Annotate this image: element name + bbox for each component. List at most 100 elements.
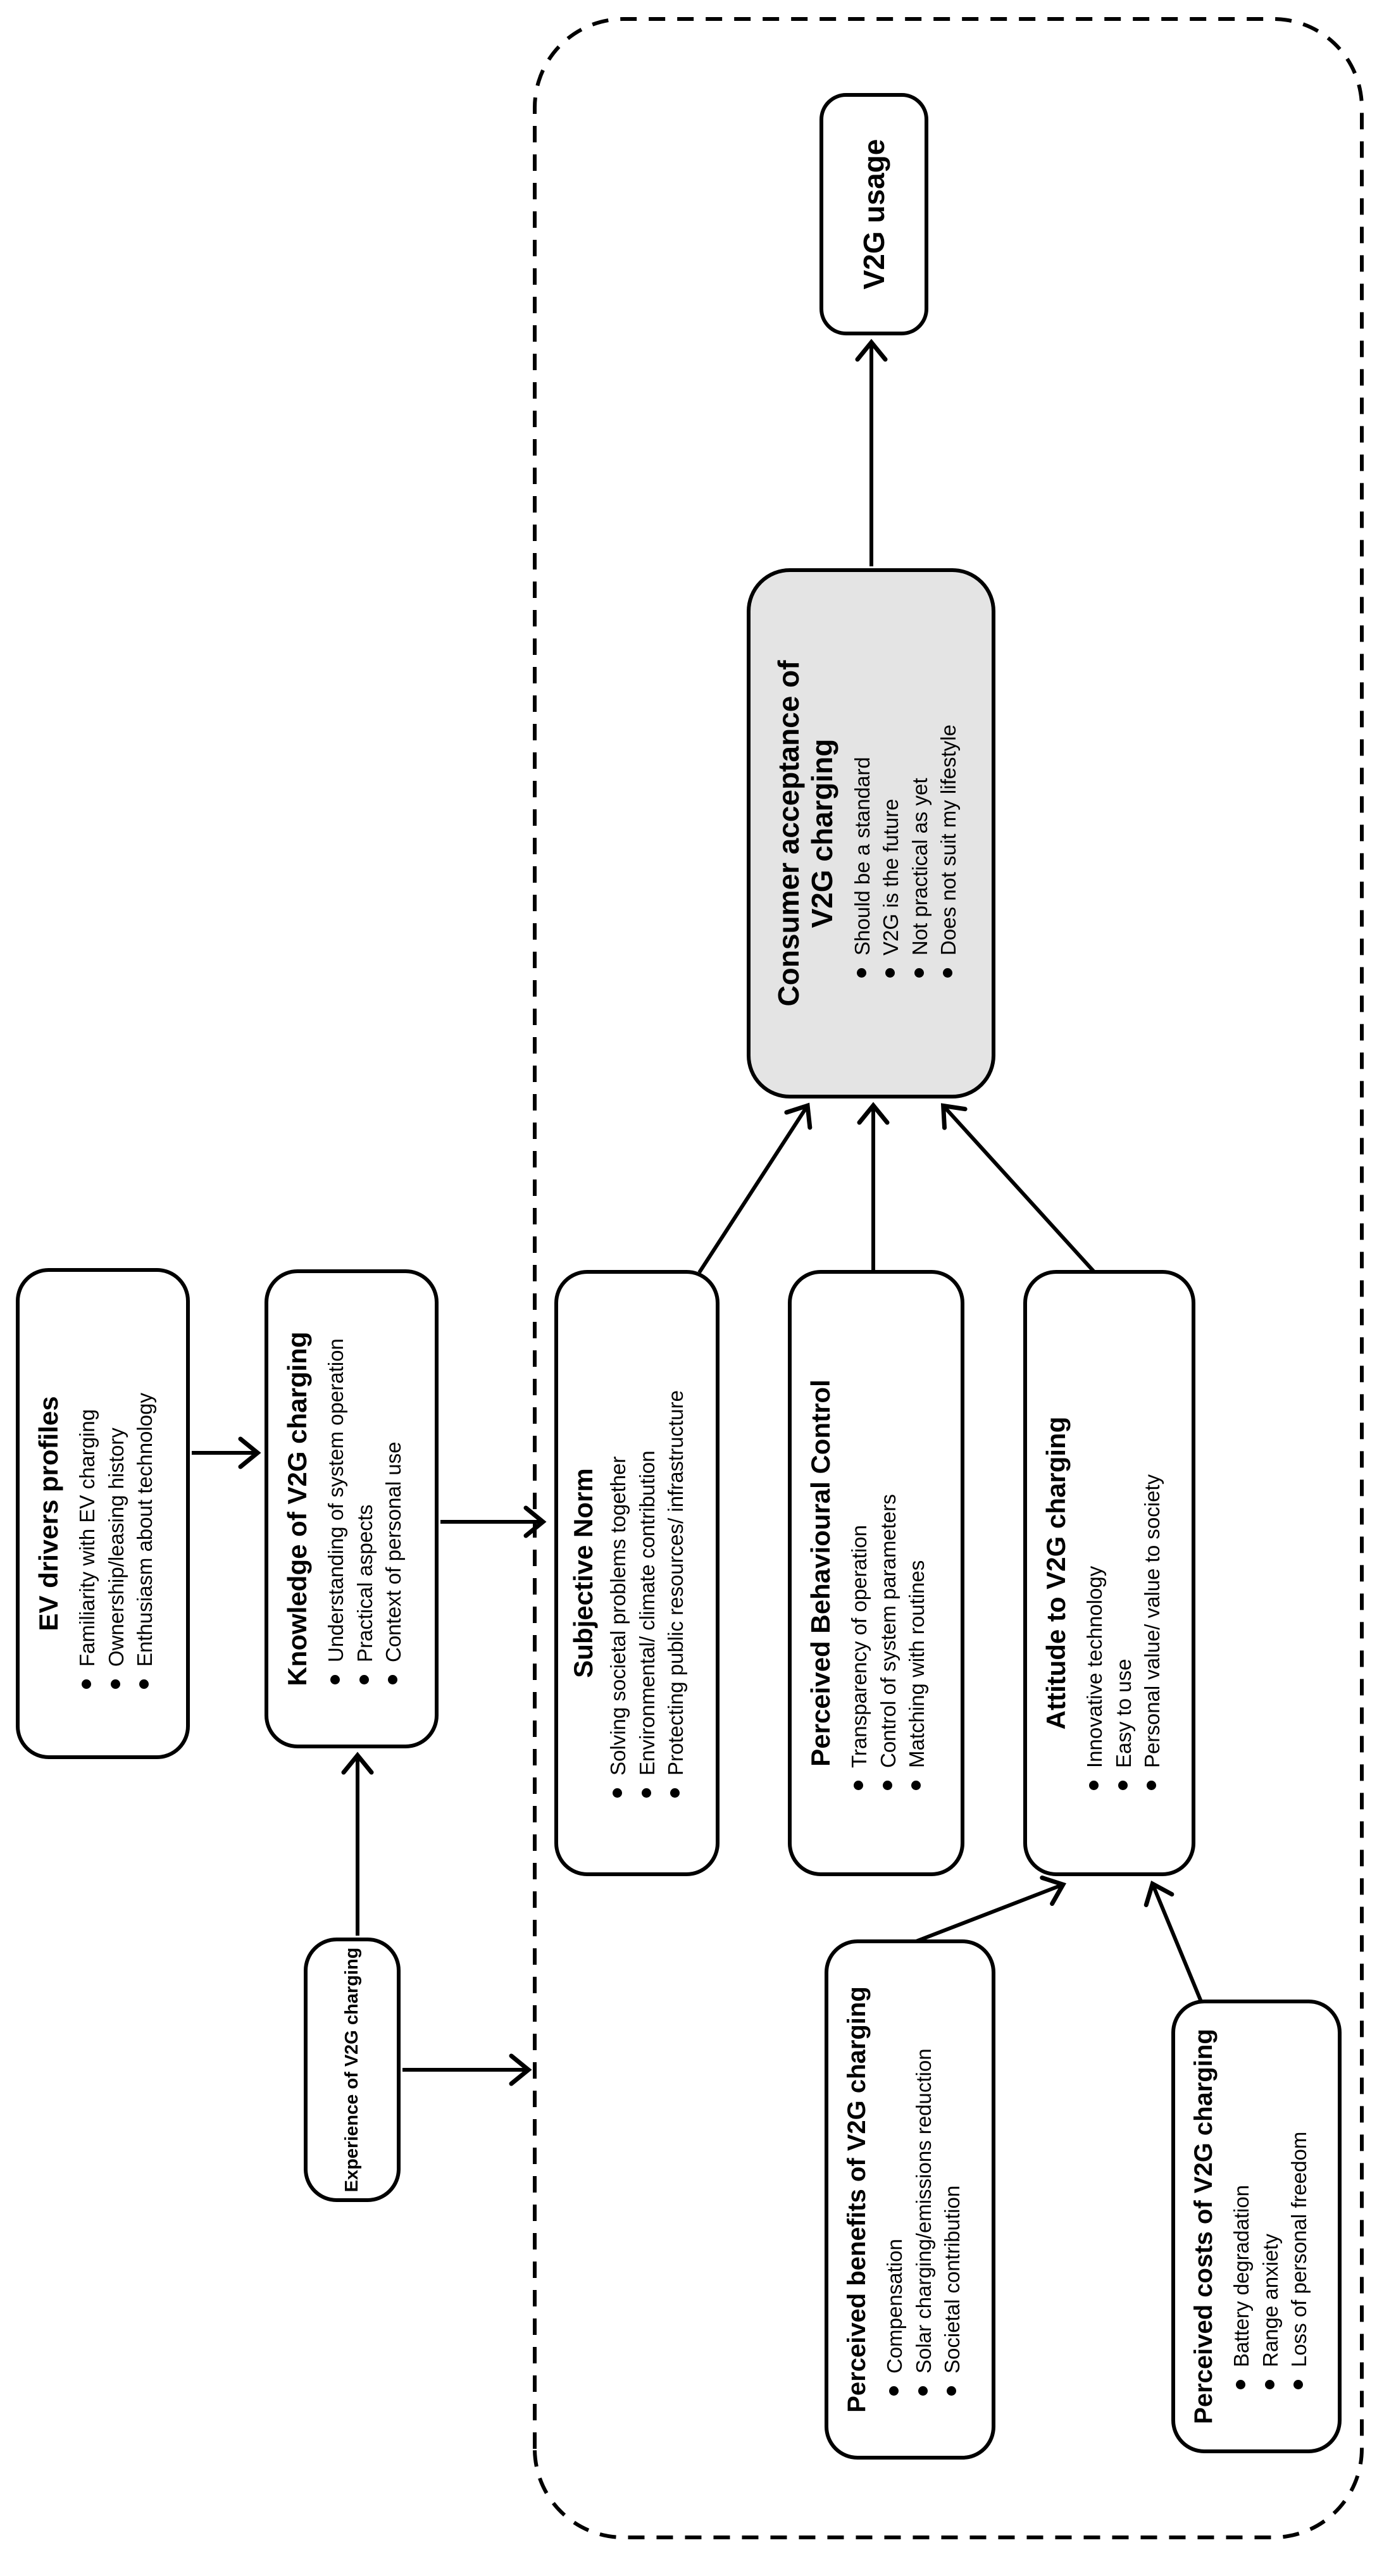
bullet-text: Understanding of system operation [324, 1338, 348, 1662]
bullet-text: Transparency of operation [847, 1525, 871, 1768]
node-title: EV drivers profiles [34, 1396, 63, 1631]
bullet-list: Understanding of system operation Practi… [321, 1273, 408, 1745]
bullet-item: Not practical as yet [906, 572, 935, 978]
bullet-dot [947, 2386, 957, 2396]
bullet-text: Personal value/ value to society [1140, 1474, 1164, 1768]
arrow-subjective-norm-to-acceptance [697, 1102, 813, 1274]
bullet-dot [854, 1781, 864, 1790]
bullet-text: Matching with routines [905, 1560, 929, 1768]
bullet-item: Innovative technology [1080, 1274, 1109, 1790]
bullet-dot [670, 1788, 680, 1798]
node-title-line-1: Consumer acceptance of [772, 660, 805, 1007]
bullet-item: Range anxiety [1256, 2003, 1285, 2389]
bullet-text: Should be a standard [850, 757, 874, 955]
bullet-item: Context of personal use [379, 1273, 408, 1684]
bullet-text: Practical aspects [352, 1504, 377, 1662]
node-v2g-usage: V2G usage [819, 93, 928, 335]
bullet-text: Environmental/ climate contribution [635, 1450, 659, 1776]
bullet-text: Easy to use [1111, 1658, 1135, 1768]
bullet-dot [882, 1781, 892, 1790]
bullet-dot [885, 968, 895, 978]
bullet-text: V2G is the future [879, 799, 903, 955]
bullet-dot [1293, 2380, 1304, 2389]
bullet-dot [1089, 1781, 1099, 1790]
bullet-item: Solving societal problems together [604, 1355, 633, 1798]
bullet-dot [139, 1679, 149, 1689]
bullet-item: Personal value/ value to society [1138, 1274, 1167, 1790]
bullet-list: Solving societal problems together Envir… [604, 1355, 690, 1872]
node-perceived-costs-of-v2g-charging: Perceived costs of V2G charging Battery … [1171, 2000, 1342, 2453]
bullet-text: Does not suit my lifestyle [937, 725, 961, 955]
node-ev-drivers-profiles: EV drivers profiles Familiarity with EV … [16, 1268, 190, 1759]
bullet-dot [110, 1679, 120, 1689]
node-attitude-to-v2g-charging: Attitude to V2G charging Innovative tech… [1023, 1270, 1195, 1876]
bullet-item: V2G is the future [876, 572, 906, 978]
node-consumer-acceptance-of-v2g-charging: Consumer acceptance of V2G charging Shou… [747, 568, 995, 1098]
bullet-item: Environmental/ climate contribution [633, 1355, 662, 1798]
bullet-item: Should be a standard [848, 572, 877, 978]
bullet-text: Solving societal problems together [606, 1456, 630, 1776]
node-title-line-2: V2G charging [805, 738, 838, 928]
bullet-text: Societal contribution [940, 2185, 964, 2374]
bullet-dot [1236, 2380, 1245, 2389]
node-title: Experience of V2G charging [341, 1947, 362, 2193]
bullet-text: Context of personal use [382, 1441, 406, 1662]
bullet-item: Control of system parameters [874, 1274, 903, 1790]
bullet-list: Should be a standard V2G is the future N… [848, 572, 963, 1095]
bullet-dot [914, 968, 924, 978]
node-perceived-benefits-of-v2g-charging: Perceived benefits of V2G charging Compe… [825, 1939, 995, 2460]
bullet-text: Not practical as yet [907, 778, 932, 955]
bullet-text: Compensation [883, 2239, 906, 2374]
bullet-text: Solar charging/emissions reduction [911, 2048, 935, 2374]
node-subjective-norm: Subjective Norm Solving societal problem… [554, 1270, 720, 1876]
bullet-item: Does not suit my lifestyle [934, 572, 963, 978]
bullet-list: Transparency of operation Control of sys… [845, 1274, 932, 1872]
bullet-dot [82, 1679, 92, 1689]
arrow-attitude-to-acceptance [940, 1103, 1097, 1274]
bullet-text: Protecting public resources/ infrastruct… [664, 1390, 688, 1776]
bullet-dot [641, 1788, 651, 1798]
node-title: Perceived benefits of V2G charging [843, 1986, 871, 2413]
bullet-dot [1118, 1781, 1128, 1790]
bullet-item: Societal contribution [938, 1943, 967, 2396]
bullet-dot [856, 968, 866, 978]
bullet-text: Loss of personal freedom [1287, 2131, 1311, 2367]
arrow-costs-to-attitude [1143, 1881, 1203, 2003]
bullet-item: Ownership/leasing history [102, 1272, 131, 1689]
bullet-item: Loss of personal freedom [1285, 2003, 1314, 2389]
bullet-item: Familiarity with EV charging [73, 1272, 102, 1689]
bullet-dot [330, 1675, 340, 1684]
arrow-benefits-to-attitude [913, 1875, 1067, 1944]
bullet-dot [889, 2386, 899, 2396]
node-title: Perceived Behavioural Control [806, 1379, 835, 1767]
bullet-dot [918, 2386, 928, 2396]
node-title: V2G usage [857, 139, 890, 290]
bullet-item: Battery degradation [1227, 2003, 1256, 2389]
bullet-list: Battery degradation Range anxiety Loss o… [1227, 2003, 1314, 2449]
bullet-text: Control of system parameters [876, 1494, 900, 1768]
bullet-item: Easy to use [1109, 1274, 1138, 1790]
node-experience-of-v2g-charging: Experience of V2G charging [304, 1938, 401, 2202]
node-title: Consumer acceptance of V2G charging [772, 578, 839, 1088]
node-title: Attitude to V2G charging [1041, 1416, 1071, 1730]
bullet-text: Enthusiasm about technology [133, 1393, 157, 1667]
bullet-item: Protecting public resources/ infrastruct… [661, 1355, 690, 1798]
bullet-text: Range anxiety [1258, 2234, 1282, 2367]
bullet-dot [613, 1788, 623, 1798]
bullet-dot [943, 968, 953, 978]
node-perceived-behavioural-control: Perceived Behavioural Control Transparen… [788, 1270, 964, 1876]
bullet-dot [1147, 1781, 1157, 1790]
bullet-list: Compensation Solar charging/emissions re… [880, 1943, 967, 2456]
node-title: Subjective Norm [568, 1468, 598, 1678]
bullet-item: Solar charging/emissions reduction [909, 1943, 938, 2396]
bullet-list: Innovative technology Easy to use Person… [1080, 1274, 1167, 1872]
bullet-item: Matching with routines [902, 1274, 932, 1790]
bullet-text: Battery degradation [1230, 2184, 1253, 2367]
bullet-dot [388, 1675, 398, 1684]
bullet-item: Compensation [880, 1943, 909, 2396]
bullet-text: Familiarity with EV charging [75, 1409, 99, 1667]
bullet-item: Understanding of system operation [321, 1273, 351, 1684]
